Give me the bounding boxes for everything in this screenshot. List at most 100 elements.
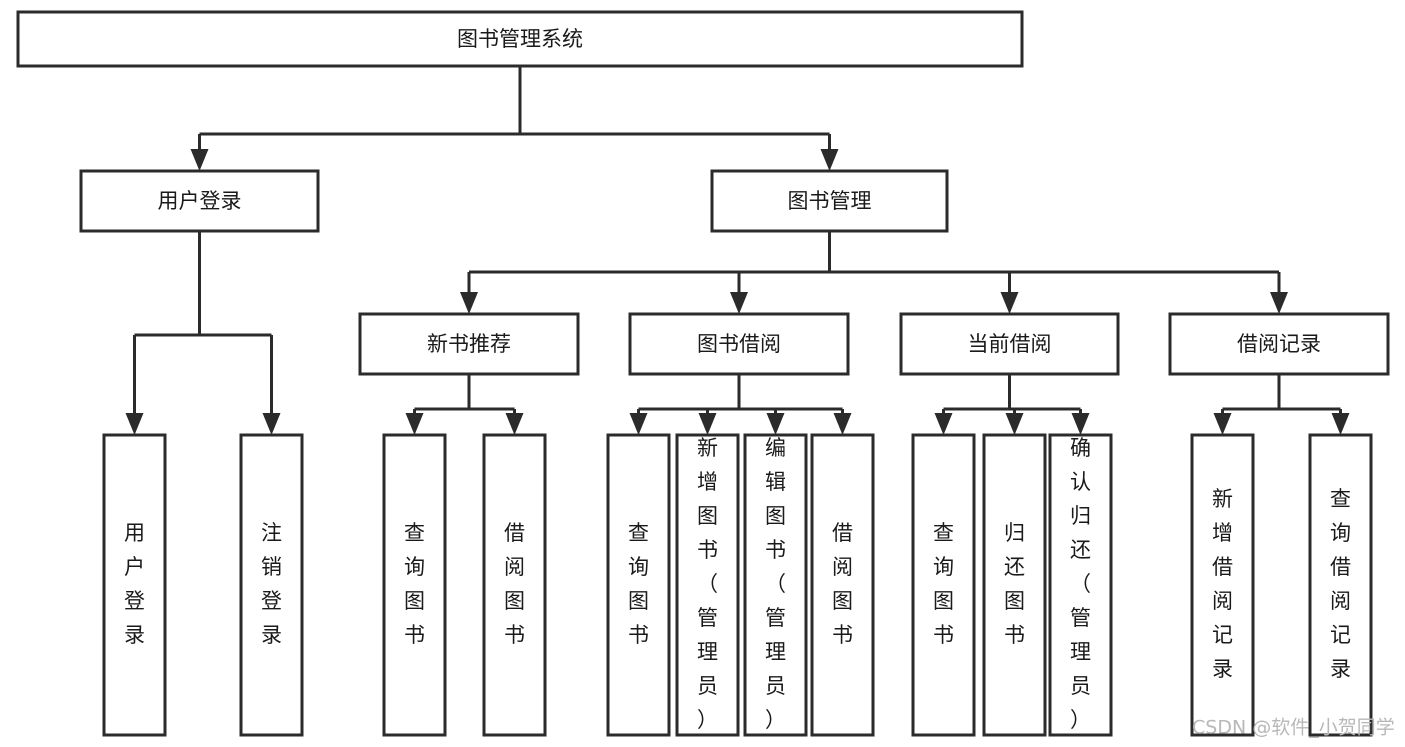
node-label-char: 图 xyxy=(697,504,718,528)
node-box-leaf-add-book-admin xyxy=(675,433,740,737)
node-current-borrow[interactable]: 当前借阅 xyxy=(899,312,1120,376)
borrow-records-to-leaf-add-borrow-record-arrowhead xyxy=(1213,413,1232,435)
node-label-char: 登 xyxy=(261,589,282,613)
node-label-char: 书 xyxy=(765,538,786,562)
node-label-char: 图 xyxy=(832,589,853,613)
node-box-leaf-confirm-return-admin xyxy=(1048,433,1113,737)
node-box-leaf-user-login xyxy=(102,433,167,737)
node-label-char: 理 xyxy=(697,640,718,664)
node-label-char: 新 xyxy=(697,436,718,460)
node-label-char: 借 xyxy=(832,521,853,545)
node-box-leaf-borrow-book xyxy=(810,433,875,737)
node-label-char: 录 xyxy=(261,623,282,647)
node-label-char: 员 xyxy=(765,674,786,698)
node-label-char: 阅 xyxy=(832,555,853,579)
nodes-layer: 图书管理系统用户登录图书管理新书推荐图书借阅当前借阅借阅记录用户登录注销登录查询… xyxy=(16,10,1390,737)
node-label-char: 借 xyxy=(1330,555,1351,579)
node-label-char: 图 xyxy=(765,504,786,528)
node-label-char: 书 xyxy=(832,623,853,647)
node-label-char: 理 xyxy=(765,640,786,664)
node-label-char: 员 xyxy=(697,674,718,698)
book-borrow-to-leaf-query-book-borrow-arrowhead xyxy=(629,413,648,435)
node-label-char: （ xyxy=(765,572,786,596)
node-root[interactable]: 图书管理系统 xyxy=(16,10,1024,68)
node-label-char: （ xyxy=(697,572,718,596)
current-borrow-to-leaf-query-book-current-arrowhead xyxy=(934,413,953,435)
node-label-char: 借 xyxy=(504,521,525,545)
node-label-char: 管 xyxy=(765,606,786,630)
node-box-borrow-records xyxy=(1168,312,1390,376)
connectors-layer xyxy=(125,66,1350,435)
node-label-char: 书 xyxy=(933,623,954,647)
node-label-char: 录 xyxy=(1330,657,1351,681)
node-book-borrow[interactable]: 图书借阅 xyxy=(628,312,850,376)
node-label-char: 借 xyxy=(1212,555,1233,579)
book-management-to-current-borrow-arrowhead xyxy=(1000,292,1019,314)
node-label-char: 确 xyxy=(1070,436,1091,460)
node-box-leaf-edit-book-admin xyxy=(743,433,808,737)
node-label-char: 查 xyxy=(628,521,649,545)
new-book-recommend-to-leaf-borrow-book-recommend-arrowhead xyxy=(505,413,524,435)
node-label-char: 图 xyxy=(628,589,649,613)
node-label-char: 用 xyxy=(124,521,145,545)
node-book-management[interactable]: 图书管理 xyxy=(710,169,949,233)
node-label-book-borrow: 图书借阅 xyxy=(697,332,781,356)
node-box-user-login xyxy=(79,169,320,233)
node-label-char: 管 xyxy=(697,606,718,630)
node-label-char: 辑 xyxy=(765,470,786,494)
node-label-char: 查 xyxy=(1330,487,1351,511)
node-box-leaf-query-book-current xyxy=(911,433,976,737)
node-label-char: 书 xyxy=(697,538,718,562)
node-label-char: 还 xyxy=(1070,538,1091,562)
node-box-leaf-add-borrow-record xyxy=(1190,433,1255,737)
node-label-char: 员 xyxy=(1070,674,1091,698)
root-to-user-login-arrowhead xyxy=(190,149,209,171)
node-label-char: ） xyxy=(697,708,718,732)
node-label-char: 归 xyxy=(1004,521,1025,545)
node-box-book-management xyxy=(710,169,949,233)
current-borrow-to-leaf-return-book-arrowhead xyxy=(1005,413,1024,435)
node-box-current-borrow xyxy=(899,312,1120,376)
node-box-leaf-return-book xyxy=(982,433,1047,737)
node-box-leaf-query-book-recommend xyxy=(382,433,447,737)
user-login-to-leaf-user-login-arrowhead xyxy=(125,413,144,435)
node-label-char: 图 xyxy=(504,589,525,613)
node-label-char: 注 xyxy=(261,521,282,545)
node-leaf-user-login[interactable]: 用户登录 xyxy=(102,433,167,737)
node-user-login[interactable]: 用户登录 xyxy=(79,169,320,233)
node-label-borrow-records: 借阅记录 xyxy=(1237,332,1321,356)
node-box-leaf-borrow-book-recommend xyxy=(482,433,547,737)
node-label-char: 询 xyxy=(933,555,954,579)
node-label-char: 书 xyxy=(1004,623,1025,647)
node-label-char: 归 xyxy=(1070,504,1091,528)
node-label-char: ） xyxy=(765,708,786,732)
book-management-to-new-book-recommend-arrowhead xyxy=(460,292,478,314)
current-borrow-to-leaf-confirm-return-admin-arrowhead xyxy=(1071,413,1090,435)
node-label-current-borrow: 当前借阅 xyxy=(968,332,1052,356)
node-box-book-borrow xyxy=(628,312,850,376)
node-label-char: （ xyxy=(1070,572,1091,596)
node-label-char: 图 xyxy=(1004,589,1025,613)
book-borrow-to-leaf-edit-book-admin-arrowhead xyxy=(766,413,785,435)
node-borrow-records[interactable]: 借阅记录 xyxy=(1168,312,1390,376)
node-label-char: ） xyxy=(1070,708,1091,732)
node-label-char: 图 xyxy=(933,589,954,613)
root-to-book-management-arrowhead xyxy=(820,149,839,171)
node-label-char: 书 xyxy=(628,623,649,647)
node-label-char: 询 xyxy=(628,555,649,579)
borrow-records-to-leaf-query-borrow-record-arrowhead xyxy=(1331,413,1350,435)
node-new-book-recommend[interactable]: 新书推荐 xyxy=(358,312,580,376)
